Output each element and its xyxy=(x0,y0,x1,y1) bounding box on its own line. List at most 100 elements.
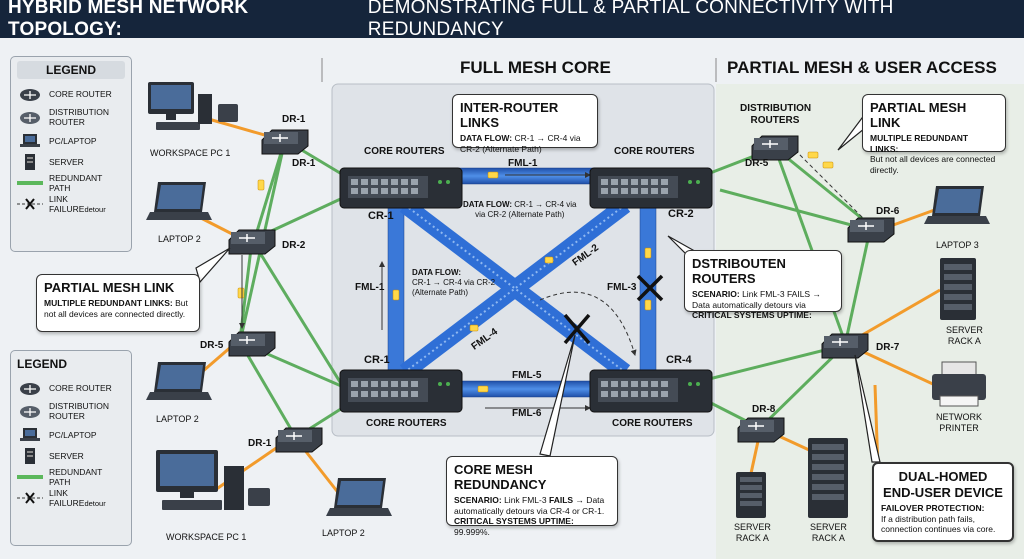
legend-label-redundant-path: REDUNDANT PATH xyxy=(49,172,103,193)
core-router-icon xyxy=(17,86,43,102)
label-core-routers-bottom-right: CORE ROUTERS xyxy=(612,418,693,429)
label-laptop2-c: LAPTOP 2 xyxy=(322,528,365,538)
label-data-flow-top: DATA FLOW: CR-1 → CR-4 via via CR-2 (Alt… xyxy=(463,200,577,220)
legend-row-link-failure: LINK FAILUREdetour xyxy=(17,193,125,214)
callout-core-redundancy-key2: CRITICAL SYSTEMS UPTIME: xyxy=(454,516,574,527)
callout-partial-mesh-left: PARTIAL MESH LINK MULTIPLE REDUNDANT LIN… xyxy=(36,274,200,332)
callout-inter-router-title: INTER-ROUTER LINKS xyxy=(460,100,559,130)
label-dr8: DR-8 xyxy=(752,404,776,415)
label-dr7: DR-7 xyxy=(876,342,900,353)
distribution-router-icon xyxy=(17,109,43,125)
callout-partial-left-text2: not all devices are connected directly. xyxy=(44,308,186,319)
legend-label-distribution-router-b: DISTRIBUTION ROUTER xyxy=(49,401,109,421)
laptop-icon xyxy=(17,427,43,443)
page-title-bold: HYBRID MESH NETWORK TOPOLOGY: xyxy=(8,0,249,40)
label-dr5-right: DR-5 xyxy=(745,158,769,169)
label-distribution-routers: DISTRIBUTION ROUTERS xyxy=(740,103,811,127)
legend-row-distribution-router: DISTRIBUTION ROUTER xyxy=(17,104,125,130)
legend-label-link-failure-b: LINK FAILUREdetour xyxy=(49,488,125,508)
callout-dual-homed-text2: connection continues via core. xyxy=(881,524,996,535)
callout-distributen-key2: CRITICAL SYSTEMS UPTIME: xyxy=(692,310,812,321)
laptop-icon xyxy=(17,133,43,149)
data-packets xyxy=(237,151,834,393)
data-flow-top-key: DATA FLOW: xyxy=(463,200,513,209)
callout-core-redundancy-text: Link FML-3 xyxy=(504,495,547,505)
legend-row-core-router: CORE ROUTER xyxy=(17,83,125,104)
core-router-cr2 xyxy=(589,167,713,209)
legend-row-laptop-b: PC/LAPTOP xyxy=(17,424,125,445)
server-icon xyxy=(17,447,43,465)
callout-partial-left-key: MULTIPLE REDUNDANT LINKS: xyxy=(44,298,173,308)
legend-label-distribution-router: DISTRIBUTION ROUTER xyxy=(49,107,109,127)
data-flow-top-text: CR-1 → CR-4 via xyxy=(514,200,577,209)
legend-label-link-failure-suffix: detour xyxy=(84,204,106,214)
legend-bottom: LEGEND CORE ROUTER DISTRIBUTION ROUTER P… xyxy=(10,350,132,546)
callout-distributen-title: DSTRIBOUTEN ROUTERS xyxy=(692,256,786,286)
label-dr1-top-b: DR-1 xyxy=(292,158,316,169)
legend-row-laptop: PC/LAPTOP xyxy=(17,130,125,151)
legend-title-bottom: LEGEND xyxy=(17,357,68,371)
distribution-router-dr1-bottom xyxy=(275,427,323,453)
label-data-flow-mid: DATA FLOW: CR-1 → CR-4 via CR-2 (Alterna… xyxy=(412,268,495,298)
distribution-router-dr7 xyxy=(821,333,869,359)
legend-label-link-failure-text-b: LINK FAILURE xyxy=(49,487,85,508)
label-dr6: DR-6 xyxy=(876,206,900,217)
workspace-pc-icon xyxy=(156,450,270,510)
redundant-path-icon xyxy=(17,473,43,481)
data-flow-top-text2: via CR-2 (Alternate Path) xyxy=(475,210,565,219)
label-fml5: FML-5 xyxy=(512,370,542,381)
label-dr1-top: DR-1 xyxy=(282,114,306,125)
server-icon xyxy=(17,153,43,171)
label-fml3: FML-3 xyxy=(607,282,637,293)
redundant-path-icon xyxy=(17,179,43,187)
network-printer-icon xyxy=(932,361,986,407)
callout-distributen-text: Link FML-3 FAILS → xyxy=(742,289,821,299)
server-rack-icon xyxy=(736,472,766,518)
link-failure-x-icon xyxy=(563,274,664,345)
callout-core-redundancy-text2: automatically detours via CR-4 or CR-1. xyxy=(454,505,605,516)
label-cr1: CR-1 xyxy=(368,210,394,222)
label-cr4: CR-4 xyxy=(666,354,692,366)
server-rack-icon xyxy=(940,258,976,320)
callout-inter-router-text: CR-1 → CR-4 via xyxy=(514,133,581,143)
callout-dual-homed: DUAL-HOMED END-USER DEVICE FAILOVER PROT… xyxy=(872,462,1014,542)
link-failure-icon xyxy=(17,491,43,504)
callout-core-mesh-redundancy: CORE MESH REDUNDANCY SCENARIO: Link FML-… xyxy=(446,456,618,537)
data-flow-mid-text: CR-1 → CR-4 via CR-2 xyxy=(412,278,496,287)
callout-inter-router-text2: CR-2 (Alternate Path) xyxy=(460,143,542,154)
label-server-rack-a-1-l1: SERVER xyxy=(946,325,983,335)
callout-dual-homed-title2: END-USER DEVICE xyxy=(883,485,1003,500)
callout-partial-right-text: But not all devices are connected xyxy=(870,154,996,165)
title-bar: HYBRID MESH NETWORK TOPOLOGY: DEMONSTRAT… xyxy=(0,0,1024,40)
label-fml1-vertical: FML-1 xyxy=(355,282,385,293)
label-server-rack-a-2-l2: RACK A xyxy=(735,533,769,543)
label-laptop2-b: LAPTOP 2 xyxy=(156,414,199,424)
distribution-router-dr2 xyxy=(228,229,276,255)
workspace-pc-icon xyxy=(148,82,238,130)
section-title-full-mesh: FULL MESH CORE xyxy=(460,58,611,77)
legend-row-distribution-router-b: DISTRIBUTION ROUTER xyxy=(17,398,125,424)
label-fml6: FML-6 xyxy=(512,408,542,419)
label-dr5-left: DR-5 xyxy=(200,340,224,351)
label-core-routers-bottom-left: CORE ROUTERS xyxy=(366,418,447,429)
label-core-routers-top-left: CORE ROUTERS xyxy=(364,146,445,157)
label-workspace-pc1-top: WORKSPACE PC 1 xyxy=(150,148,231,158)
callout-partial-mesh-right: PARTIAL MESH LINK MULTIPLE REDUNDANT LIN… xyxy=(862,94,1006,175)
callout-distributen-text2: Data automatically detours via xyxy=(692,299,806,310)
label-cr2: CR-2 xyxy=(668,208,694,220)
laptop-icon xyxy=(146,182,212,220)
legend-title: LEGEND xyxy=(17,61,125,79)
callout-core-redundancy-text-b: → Data xyxy=(575,495,605,505)
laptop-icon xyxy=(146,362,212,400)
callout-distributen-body: SCENARIO: Link FML-3 FAILS →Data automat… xyxy=(692,289,834,321)
distribution-router-dr1-top xyxy=(261,129,309,155)
legend-row-redundant-path: REDUNDANT PATH xyxy=(17,172,125,193)
core-router-cr4 xyxy=(589,369,713,413)
label-cr1-lower: CR-1 xyxy=(364,354,390,366)
section-title-partial-mesh: PARTIAL MESH & USER ACCESS xyxy=(727,58,997,77)
distribution-router-icon xyxy=(17,403,43,419)
callout-core-redundancy-title: CORE MESH REDUNDANCY xyxy=(454,462,547,492)
